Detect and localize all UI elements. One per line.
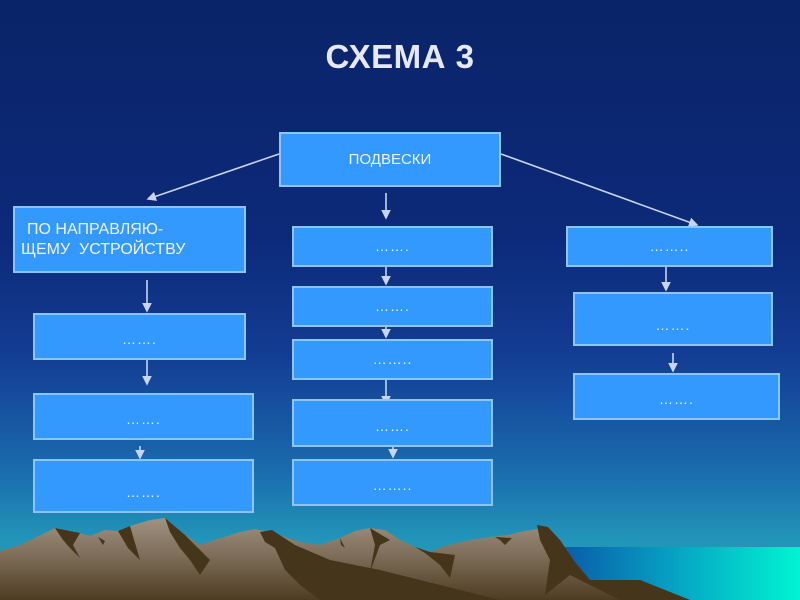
placeholder-dots: …….. bbox=[649, 238, 690, 255]
placeholder-dots: ……. bbox=[126, 411, 161, 428]
mountains bbox=[0, 518, 690, 600]
placeholder-dots: ……. bbox=[659, 391, 694, 408]
right-child-box-2: ……. bbox=[573, 292, 773, 346]
left-branch-label-line2: ЩЕМУ УСТРОЙСТВУ bbox=[21, 240, 186, 258]
placeholder-dots: ……. bbox=[375, 238, 410, 255]
left-child-box-1: ……. bbox=[33, 313, 246, 360]
left-branch-main-box: ПО НАПРАВЛЯЮ- ЩЕМУ УСТРОЙСТВУ bbox=[13, 206, 246, 273]
slide-title: СХЕМА 3 bbox=[325, 38, 475, 75]
middle-child-box-5: …….. bbox=[292, 459, 493, 506]
root-box-label: ПОДВЕСКИ bbox=[348, 150, 432, 168]
mountain-shadows bbox=[55, 518, 690, 600]
placeholder-dots: ……. bbox=[655, 317, 691, 334]
middle-child-box-1: ……. bbox=[292, 226, 493, 267]
arrow-root-to-left bbox=[146, 153, 280, 201]
left-child-box-2: ……. bbox=[33, 393, 254, 440]
middle-child-box-2: ……. bbox=[292, 286, 493, 327]
left-branch-label-line1: ПО НАПРАВЛЯЮ- bbox=[27, 221, 164, 239]
placeholder-dots: …….. bbox=[372, 477, 413, 494]
left-child-box-3: ……. bbox=[33, 459, 254, 513]
placeholder-dots: ……. bbox=[375, 298, 410, 315]
middle-child-box-4: ……. bbox=[292, 399, 493, 447]
placeholder-dots: ……. bbox=[126, 484, 161, 501]
placeholder-dots: ……. bbox=[122, 331, 157, 348]
placeholder-dots: …….. bbox=[372, 351, 413, 368]
right-child-box-3: ……. bbox=[573, 373, 780, 420]
middle-child-box-3: …….. bbox=[292, 339, 493, 380]
root-box-suspensions: ПОДВЕСКИ bbox=[279, 132, 501, 187]
placeholder-dots: ……. bbox=[375, 418, 410, 435]
arrow-root-to-right bbox=[500, 153, 699, 227]
left-branch-main-label: ПО НАПРАВЛЯЮ- ЩЕМУ УСТРОЙСТВУ bbox=[21, 220, 185, 258]
right-child-box-1: …….. bbox=[566, 226, 773, 267]
